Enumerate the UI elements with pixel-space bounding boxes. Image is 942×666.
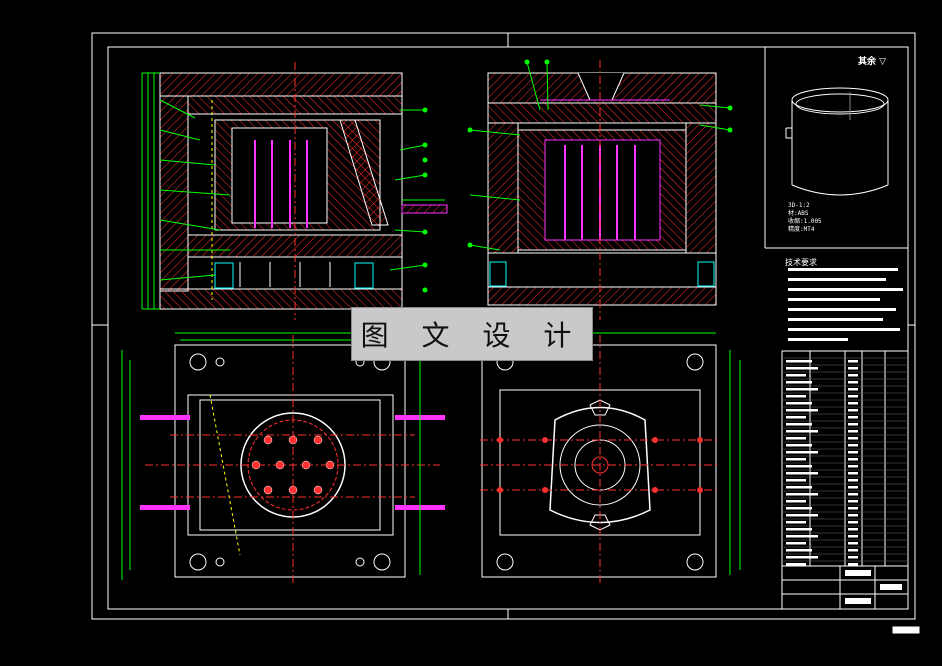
bom-cell-text [786,493,818,496]
bom-cell-text [786,521,806,524]
bom-cell-text [786,416,806,419]
plan-view-fixed-half [121,332,445,585]
technical-notes [788,268,903,341]
bom-cell-text [786,563,806,566]
bom-cell-qty [848,381,858,384]
part-spec-scale: 3D-1:2 [788,202,810,209]
bom-cell-text [786,507,812,510]
bom-cell-qty [848,507,858,510]
bom-cell-qty [848,535,858,538]
bom-cell-text [786,437,806,440]
bom-cell-qty [848,444,858,447]
bom-cell-qty [848,465,858,468]
bom-cell-text [786,374,806,377]
technical-notes-title: 技术要求 [785,258,817,267]
bom-cell-text [786,500,806,503]
bom-cell-qty [848,556,858,559]
bom-cell-qty [848,367,858,370]
bom-cell-text [786,451,818,454]
bom-cell-text [786,528,812,531]
part-spec-shrinkage: 收缩:1.005 [788,218,822,225]
bom-cell-qty [848,360,858,363]
bom-cell-text [786,360,812,363]
bom-cell-text [786,514,818,517]
bom-cell-qty [848,472,858,475]
bom-cell-qty [848,451,858,454]
bom-cell-text [786,444,812,447]
bom-cell-text [786,542,806,545]
bom-cell-qty [848,486,858,489]
watermark-stamp: 图 文 设 计 [351,307,593,361]
bom-cell-text [786,395,806,398]
bom-cell-text [786,479,806,482]
bom-cell-qty [848,542,858,545]
bom-cell-qty [848,402,858,405]
bom-cell-text [786,465,812,468]
drawing-frame [91,32,920,634]
bom-cell-text [786,423,812,426]
bom-cell-text [786,367,818,370]
bom-cell-qty [848,458,858,461]
part-spec-precision: 精度:MT4 [788,226,815,233]
bom-cell-text [786,388,818,391]
bom-cell-qty [848,549,858,552]
bom-cell-text [786,430,818,433]
bill-of-materials [781,350,909,610]
section-a-left [141,62,448,320]
bom-cell-text [786,556,818,559]
isometric-part-view [764,47,908,249]
bom-cell-text [786,472,818,475]
bom-cell-text [786,458,806,461]
bom-cell-text [786,486,812,489]
bom-cell-qty [848,479,858,482]
bom-cell-qty [848,409,858,412]
bom-cell-text [786,409,818,412]
surface-roughness-note: 其余 ▽ [858,57,887,67]
bom-cell-text [786,381,812,384]
bom-cell-qty [848,563,858,566]
bom-cell-qty [848,430,858,433]
bom-cell-text [786,535,818,538]
part-spec-material: 材:ABS [788,210,809,217]
plan-view-moving-half [480,332,741,585]
bom-cell-qty [848,514,858,517]
bom-cell-text [786,402,812,405]
bom-cell-qty [848,395,858,398]
bom-cell-qty [848,500,858,503]
bom-cell-qty [848,493,858,496]
bom-cell-qty [848,528,858,531]
bom-cell-qty [848,416,858,419]
section-b-right [467,59,733,320]
bom-cell-qty [848,521,858,524]
bom-cell-qty [848,388,858,391]
bom-cell-text [786,549,812,552]
bom-cell-qty [848,437,858,440]
bom-cell-qty [848,374,858,377]
bom-cell-qty [848,423,858,426]
